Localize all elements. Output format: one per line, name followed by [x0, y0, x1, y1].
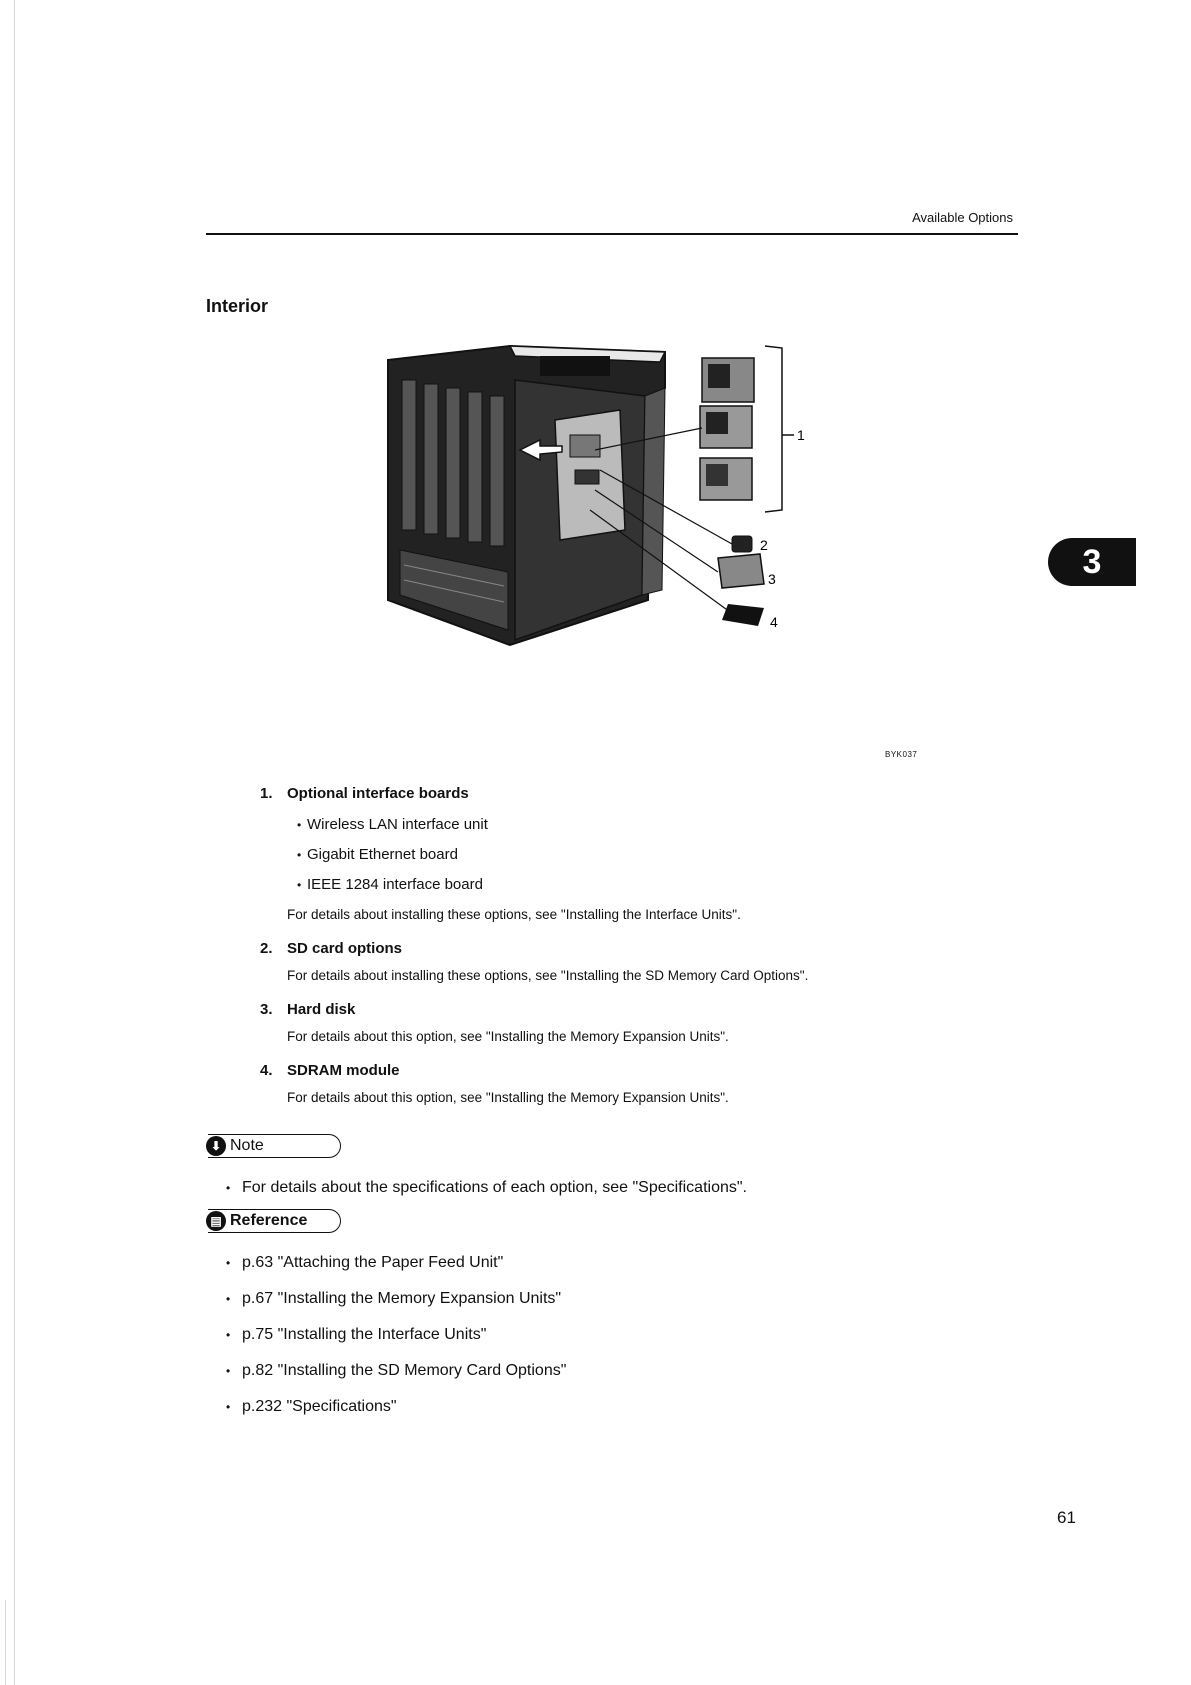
reference-list: •p.63 "Attaching the Paper Feed Unit" •p… — [226, 1245, 1026, 1425]
option-item: 2. SD card options For details about inst… — [260, 937, 960, 991]
bullet-icon: • — [226, 1328, 231, 1342]
bullet-icon: • — [226, 1292, 231, 1306]
item-description: For details about installing these optio… — [287, 907, 741, 922]
callout-1: 1 — [797, 427, 805, 443]
reference-item[interactable]: •p.75 "Installing the Interface Units" — [226, 1317, 1026, 1353]
note-item: •For details about the specifications of… — [226, 1170, 1026, 1206]
bullet-icon: • — [297, 848, 302, 862]
reference-item[interactable]: •p.63 "Attaching the Paper Feed Unit" — [226, 1245, 1026, 1281]
running-header: Available Options — [912, 210, 1013, 225]
callout-4: 4 — [770, 614, 778, 630]
sub-item: •IEEE 1284 interface board — [287, 870, 960, 900]
item-number: 4. — [260, 1062, 273, 1079]
options-list: 1. Optional interface boards •Wireless LA… — [260, 782, 960, 1120]
callout-3: 3 — [768, 571, 776, 587]
note-list: •For details about the specifications of… — [226, 1170, 1026, 1206]
page-number: 61 — [1057, 1508, 1076, 1527]
chapter-number: 3 — [1082, 542, 1102, 581]
bullet-icon: • — [297, 818, 302, 832]
callout-2: 2 — [760, 537, 768, 553]
figure-code: BYK037 — [885, 750, 918, 759]
item-title: SD card options — [287, 940, 403, 957]
sub-list: •Wireless LAN interface unit •Gigabit Et… — [260, 810, 960, 900]
sub-item: •Wireless LAN interface unit — [287, 810, 960, 840]
bullet-icon: • — [226, 1181, 231, 1195]
note-label: ⬇ Note — [206, 1134, 341, 1158]
item-number: 3. — [260, 1001, 273, 1018]
item-title: Hard disk — [287, 1001, 356, 1018]
header-rule — [206, 233, 1018, 235]
note-arrow-icon: ⬇ — [206, 1136, 226, 1156]
note-label-text: Note — [230, 1137, 264, 1154]
item-number: 1. — [260, 785, 273, 802]
bullet-icon: • — [226, 1364, 231, 1378]
reference-label: ▤ Reference — [206, 1209, 341, 1233]
option-item: 1. Optional interface boards •Wireless LA… — [260, 782, 960, 930]
bullet-icon: • — [226, 1400, 231, 1414]
section-title: Interior — [206, 296, 269, 316]
bullet-icon: • — [297, 878, 302, 892]
item-description: For details about this option, see "Inst… — [287, 1029, 729, 1044]
reference-label-text: Reference — [230, 1212, 308, 1229]
item-description: For details about this option, see "Inst… — [287, 1090, 729, 1105]
chapter-tab: 3 — [1048, 538, 1136, 586]
reference-book-icon: ▤ — [206, 1211, 226, 1231]
printer-interior-illustration: 1 2 3 4 — [387, 344, 805, 647]
reference-item[interactable]: •p.67 "Installing the Memory Expansion U… — [226, 1281, 1026, 1317]
scan-edge-left — [14, 0, 15, 1685]
reference-item[interactable]: •p.232 "Specifications" — [226, 1389, 1026, 1425]
option-item: 4. SDRAM module For details about this op… — [260, 1059, 960, 1113]
item-number: 2. — [260, 940, 273, 957]
reference-item[interactable]: •p.82 "Installing the SD Memory Card Opt… — [226, 1353, 1026, 1389]
scan-edge-left-faint — [5, 1600, 6, 1685]
item-description: For details about installing these optio… — [287, 968, 809, 983]
option-item: 3. Hard disk For details about this optio… — [260, 998, 960, 1052]
sub-item: •Gigabit Ethernet board — [287, 840, 960, 870]
item-title: Optional interface boards — [287, 785, 469, 802]
item-title: SDRAM module — [287, 1062, 400, 1079]
bullet-icon: • — [226, 1256, 231, 1270]
